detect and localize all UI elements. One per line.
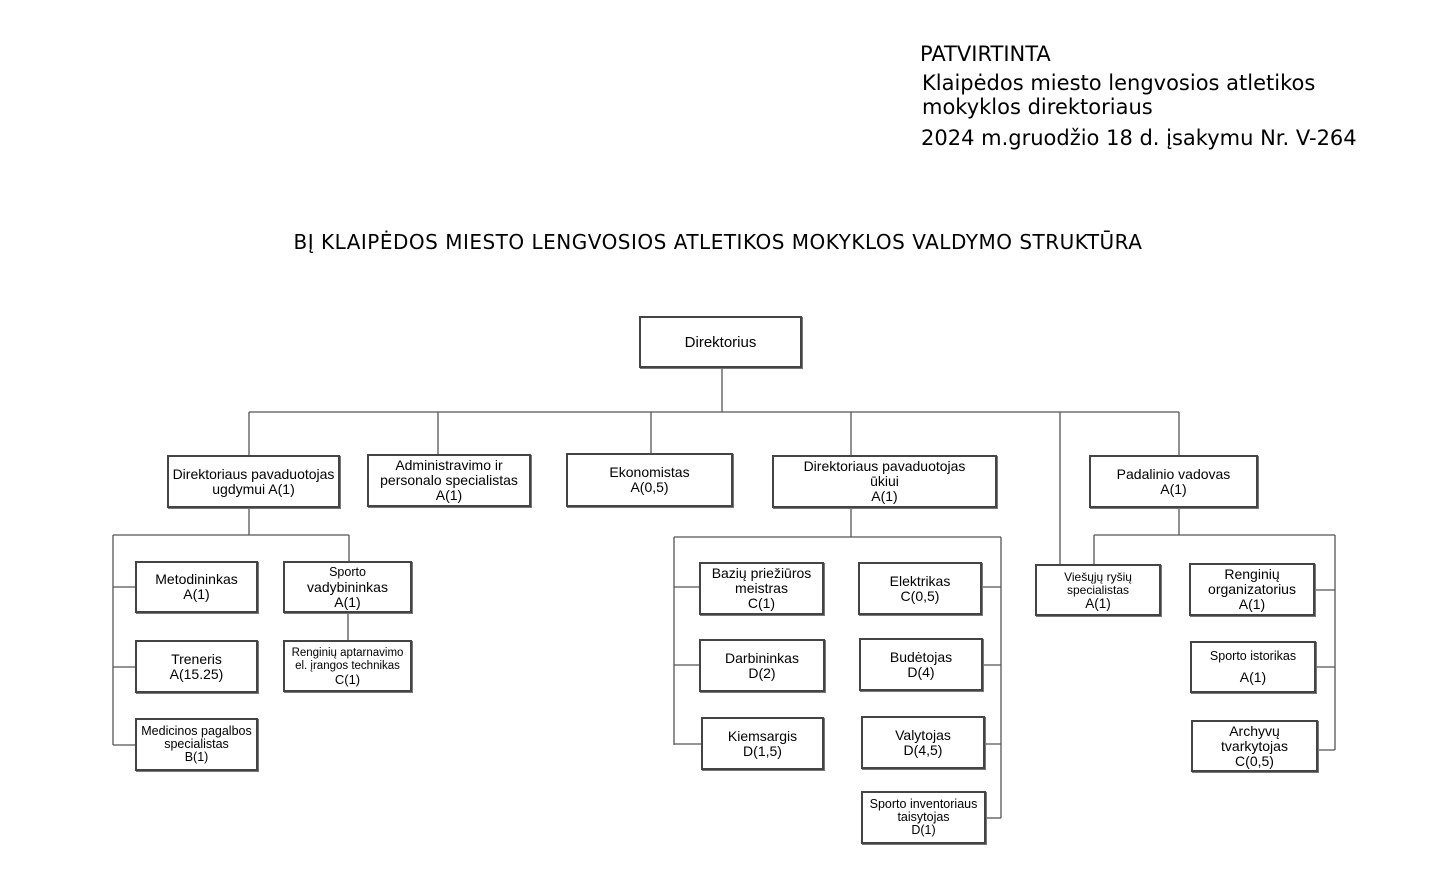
node-viesuju-rysiu-specialistas: Viešųjų ryšių specialistas A(1) bbox=[1035, 564, 1161, 616]
node-pavaduotojas-ukiui: Direktoriaus pavaduotojas ūkiui A(1) bbox=[772, 455, 997, 508]
node-elektrikas: Elektrikas C(0,5) bbox=[858, 562, 982, 615]
node-label: Renginių bbox=[1224, 566, 1280, 582]
node-baziu-meistras: Bazių priežiūros meistras C(1) bbox=[699, 562, 824, 615]
node-label: Kiemsargis bbox=[727, 727, 798, 744]
node-label: ugdymui A(1) bbox=[212, 480, 295, 497]
node-grade: A(1) bbox=[1160, 480, 1187, 497]
node-grade: A(0,5) bbox=[630, 479, 669, 495]
node-grade: B(1) bbox=[184, 750, 209, 764]
node-label: Renginių aptarnavimo bbox=[291, 646, 404, 659]
chart-title: BĮ KLAIPĖDOS MIESTO LENGVOSIOS ATLETIKOS… bbox=[293, 230, 1143, 254]
node-label: Budėtojas bbox=[889, 648, 953, 665]
node-direktorius: Direktorius bbox=[639, 316, 802, 368]
node-grade: D(1) bbox=[911, 823, 936, 837]
node-grade: A(15.25) bbox=[169, 665, 224, 682]
node-grade: A(1) bbox=[1085, 595, 1111, 611]
node-label: taisytojas bbox=[897, 810, 950, 824]
node-label: Direktoriaus pavaduotojas bbox=[803, 458, 966, 474]
node-archyvu-tvarkytojas: Archyvų tvarkytojas C(0,5) bbox=[1191, 720, 1318, 772]
node-label: Direktorius bbox=[684, 333, 757, 351]
node-label: Viešųjų ryšių bbox=[1064, 569, 1132, 584]
node-administravimo-specialistas: Administravimo ir personalo specialistas… bbox=[367, 454, 531, 507]
node-label: personalo specialistas bbox=[380, 472, 518, 488]
node-renginiu-technikas: Renginių aptarnavimo el. įrangos technik… bbox=[283, 640, 412, 692]
node-treneris: Treneris A(15.25) bbox=[135, 640, 258, 693]
node-grade: A(1) bbox=[183, 586, 210, 602]
node-medicinos-specialistas: Medicinos pagalbos specialistas B(1) bbox=[135, 718, 258, 771]
node-label: Padalinio vadovas bbox=[1116, 465, 1231, 482]
node-darbininkas: Darbininkas D(2) bbox=[699, 639, 825, 692]
node-kiemsargis: Kiemsargis D(1,5) bbox=[701, 717, 824, 770]
node-label: ūkiui bbox=[870, 473, 899, 489]
node-sporto-istorikas: Sporto istorikas A(1) bbox=[1190, 641, 1316, 693]
node-label: el. įrangos technikas bbox=[295, 659, 400, 672]
node-grade: A(1) bbox=[871, 488, 898, 504]
node-grade: A(1) bbox=[1239, 669, 1267, 685]
node-renginiu-organizatorius: Renginių organizatorius A(1) bbox=[1189, 563, 1315, 616]
node-grade: A(1) bbox=[334, 593, 361, 610]
node-label: vadybininkas bbox=[307, 578, 388, 595]
node-valytojas: Valytojas D(4,5) bbox=[861, 716, 985, 769]
node-grade: C(0,5) bbox=[1235, 752, 1274, 769]
node-label: Administravimo ir bbox=[395, 457, 503, 473]
node-label: meistras bbox=[735, 580, 788, 596]
node-label: Ekonomistas bbox=[609, 464, 690, 480]
node-grade: D(4,5) bbox=[903, 741, 943, 758]
node-budetojas: Budėtojas D(4) bbox=[859, 638, 983, 691]
approval-line-2: Klaipėdos miesto lengvosios atletikos bbox=[922, 71, 1316, 95]
node-grade: D(4) bbox=[907, 663, 935, 680]
node-label: Direktoriaus pavaduotojas bbox=[172, 465, 335, 482]
node-metodininkas: Metodininkas A(1) bbox=[135, 561, 258, 613]
node-label: tvarkytojas bbox=[1221, 737, 1288, 754]
node-sporto-vadybininkas: Sporto vadybininkas A(1) bbox=[283, 561, 412, 613]
node-grade: D(1,5) bbox=[743, 742, 782, 759]
node-label: Valytojas bbox=[895, 726, 951, 743]
node-ekonomistas: Ekonomistas A(0,5) bbox=[566, 453, 733, 507]
node-grade: A(1) bbox=[435, 487, 463, 503]
node-label: Medicinos pagalbos bbox=[141, 724, 252, 738]
node-grade: C(1) bbox=[747, 595, 776, 611]
node-grade: D(2) bbox=[748, 664, 776, 681]
node-label: specialistas bbox=[1066, 582, 1130, 597]
node-grade: C(0,5) bbox=[900, 587, 940, 604]
approval-line-3: mokyklos direktoriaus bbox=[922, 95, 1153, 119]
node-label: Archyvų bbox=[1229, 722, 1280, 739]
node-label: Sporto bbox=[329, 564, 366, 579]
node-label: Sporto inventoriaus bbox=[869, 797, 978, 811]
node-inventoriaus-taisytojas: Sporto inventoriaus taisytojas D(1) bbox=[861, 791, 986, 844]
node-grade: A(1) bbox=[1238, 596, 1266, 612]
node-label: organizatorius bbox=[1208, 581, 1296, 597]
approval-line-4: 2024 m.gruodžio 18 d. įsakymu Nr. V-264 bbox=[921, 126, 1357, 150]
node-grade: C(1) bbox=[334, 671, 361, 687]
node-label: specialistas bbox=[164, 737, 229, 751]
node-label: Bazių priežiūros bbox=[711, 565, 812, 581]
approval-label: PATVIRTINTA bbox=[920, 42, 1051, 66]
node-label: Darbininkas bbox=[725, 649, 799, 666]
node-label: Metodininkas bbox=[155, 571, 238, 587]
node-padalinio-vadovas: Padalinio vadovas A(1) bbox=[1089, 455, 1258, 508]
node-label: Elektrikas bbox=[889, 572, 951, 589]
node-label: Sporto istorikas bbox=[1209, 649, 1297, 663]
node-pavaduotojas-ugdymui: Direktoriaus pavaduotojas ugdymui A(1) bbox=[167, 455, 340, 508]
node-label: Treneris bbox=[171, 650, 222, 667]
